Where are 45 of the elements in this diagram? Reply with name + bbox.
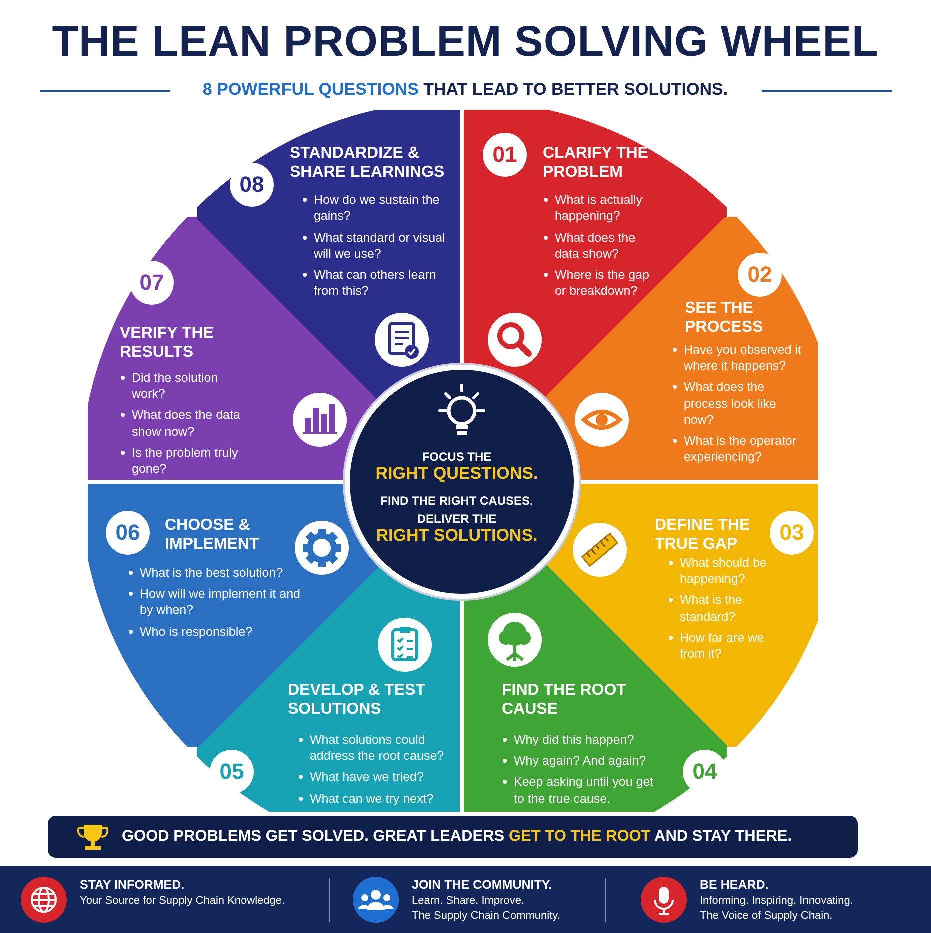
question-text: What does the data show now? <box>120 407 245 440</box>
center-text: DELIVER THE RIGHT SOLUTIONS. <box>375 512 539 547</box>
question-text: What is actually happening? <box>542 192 653 224</box>
question-text: What does the data show? <box>542 230 653 262</box>
question-text: What solutions could address the root cause? <box>298 732 468 764</box>
footer-heading: JOIN THE COMMUNITY. <box>412 878 552 892</box>
question-text: What can we try next? <box>298 790 468 807</box>
step-title: DEFINE THE TRUE GAP <box>654 516 752 555</box>
footer-text: Your Source for Supply Chain Knowledge. <box>80 895 286 907</box>
footer-heading: BE HEARD. <box>700 878 769 892</box>
question-text: What have we tried? <box>298 769 468 786</box>
question-text: Keep asking until you get to the true cause. <box>502 774 654 807</box>
question-text: What is the operator experiencing? <box>672 433 808 466</box>
question-text: How do we sustain the gains? <box>302 192 452 224</box>
question-text: Did the solution work? <box>120 370 245 402</box>
question-text: Why did this happen? <box>502 732 654 748</box>
question-text: Is the problem truly gone? <box>120 444 245 478</box>
banner-text: GOOD PROBLEMS GET SOLVED. GREAT LEADERS GET TO THE ROOT AND STAY THERE. <box>122 828 792 846</box>
footer-text: The Voice of Supply Chain. <box>700 910 833 922</box>
question-text: What does the process look like now? <box>672 379 808 428</box>
question-text: What is the standard? <box>668 592 776 625</box>
footer-text: Informing. Inspiring. Innovating. <box>700 895 854 907</box>
step-title: DEVELOP & TEST SOLUTIONS <box>288 682 426 720</box>
question-text: How will we implement it and by when? <box>128 586 303 619</box>
step-title: STANDARDIZE & SHARE LEARNINGS <box>290 145 446 183</box>
footer-text: Learn. Share. Improve. <box>412 895 525 907</box>
question-text: Have you observed it where it happens? <box>672 342 808 374</box>
step-title: CLARIFY THE PROBLEM <box>542 145 650 183</box>
footer-heading: STAY INFORMED. <box>80 878 185 892</box>
step-title: VERIFY THE RESULTS <box>120 324 215 363</box>
question-text: What should be happening? <box>668 554 776 588</box>
question-text: What is the best solution? <box>128 564 303 582</box>
question-text: How far are we from it? <box>668 630 776 662</box>
step-title: CHOOSE & IMPLEMENT <box>165 516 260 555</box>
step-title: SEE THE PROCESS <box>684 300 764 338</box>
center-text: FOCUS THE RIGHT QUESTIONS. <box>374 450 540 485</box>
step-title: FIND THE ROOT CAUSE <box>502 682 628 720</box>
question-text: Why again? And again? <box>502 753 654 770</box>
title-text: THE LEAN PROBLEM SOLVING WHEEL <box>51 18 880 67</box>
question-text: What standard or visual will we use? <box>302 230 452 262</box>
question-text: What can others learn from this? <box>302 267 452 300</box>
center-text: FIND THE RIGHT CAUSES. <box>380 494 534 508</box>
question-text: Who is responsible? <box>128 624 303 640</box>
question-text: Where is the gap or breakdown? <box>542 267 653 300</box>
footer-text: The Supply Chain Community. <box>412 910 560 922</box>
